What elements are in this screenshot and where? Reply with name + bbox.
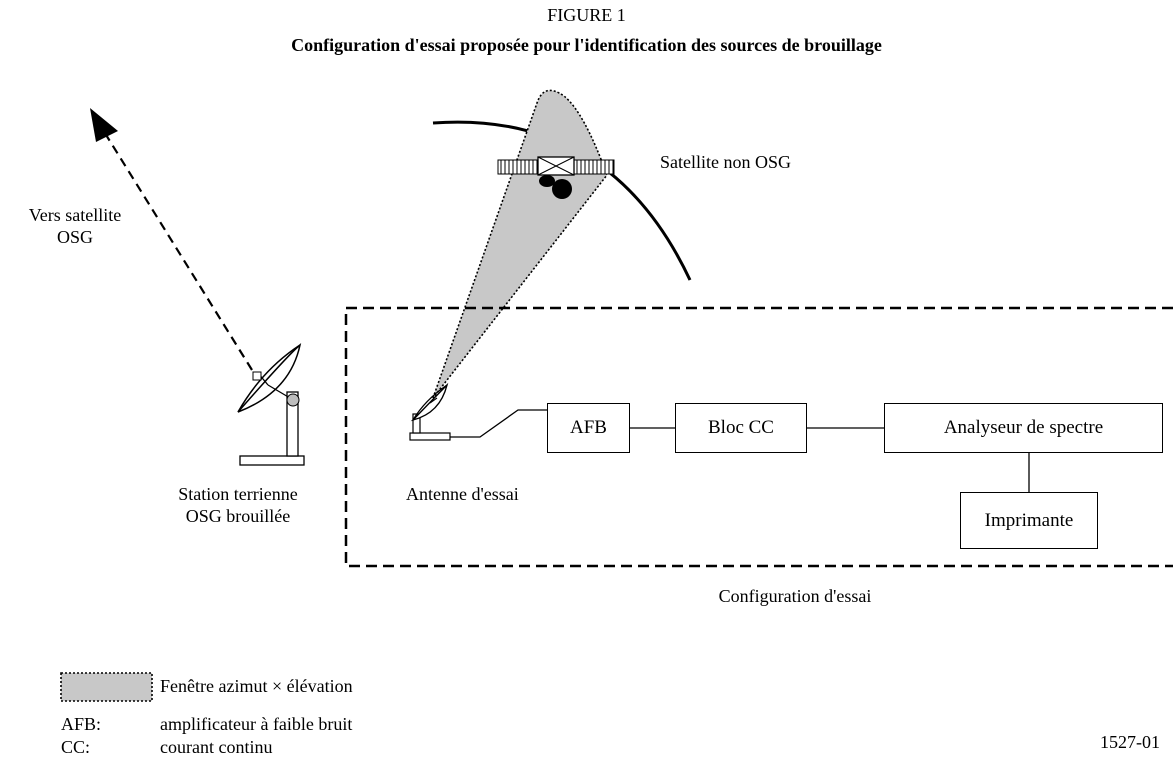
figure-number: FIGURE 1 (547, 5, 626, 25)
test-config-border (344, 306, 1173, 568)
legend-cc-key: CC: (61, 737, 91, 757)
antenna-afb-cable (450, 409, 547, 438)
earth-station-dish-icon (237, 343, 305, 466)
vers-satellite-line2: OSG (56, 226, 93, 247)
gso-direction-arrow (102, 129, 253, 371)
test-antenna-label: Antenne d'essai (406, 484, 519, 504)
bloc-cc-block: Bloc CC (675, 403, 807, 453)
afb-block: AFB (547, 403, 630, 453)
legend-window-text: Fenêtre azimut × élévation (160, 676, 353, 696)
analyseur-block: Analyseur de spectre (884, 403, 1163, 453)
earth-station-label: Station terrienne OSG brouillée (138, 484, 338, 527)
beam-window (432, 89, 608, 399)
imprimante-block: Imprimante (960, 492, 1098, 549)
earth-station-line2: OSG brouillée (185, 505, 291, 526)
vers-satellite-line1: Vers satellite (28, 205, 122, 225)
vers-satellite-label: Vers satellite OSG (0, 205, 150, 248)
figure-title: Configuration d'essai proposée pour l'id… (291, 35, 882, 55)
figure-id: 1527-01 (1100, 732, 1160, 752)
legend-cc-desc: courant continu (160, 737, 273, 757)
arrow-head-icon (90, 108, 118, 142)
test-config-label: Configuration d'essai (718, 586, 872, 606)
satellite-label: Satellite non OSG (660, 152, 791, 172)
test-antenna-icon (409, 382, 451, 441)
legend-afb-desc: amplificateur à faible bruit (160, 714, 353, 734)
earth-station-line1: Station terrienne (178, 484, 298, 504)
legend-window-swatch (60, 672, 153, 702)
satellite-icon (497, 156, 615, 199)
legend-afb-key: AFB: (61, 714, 102, 734)
